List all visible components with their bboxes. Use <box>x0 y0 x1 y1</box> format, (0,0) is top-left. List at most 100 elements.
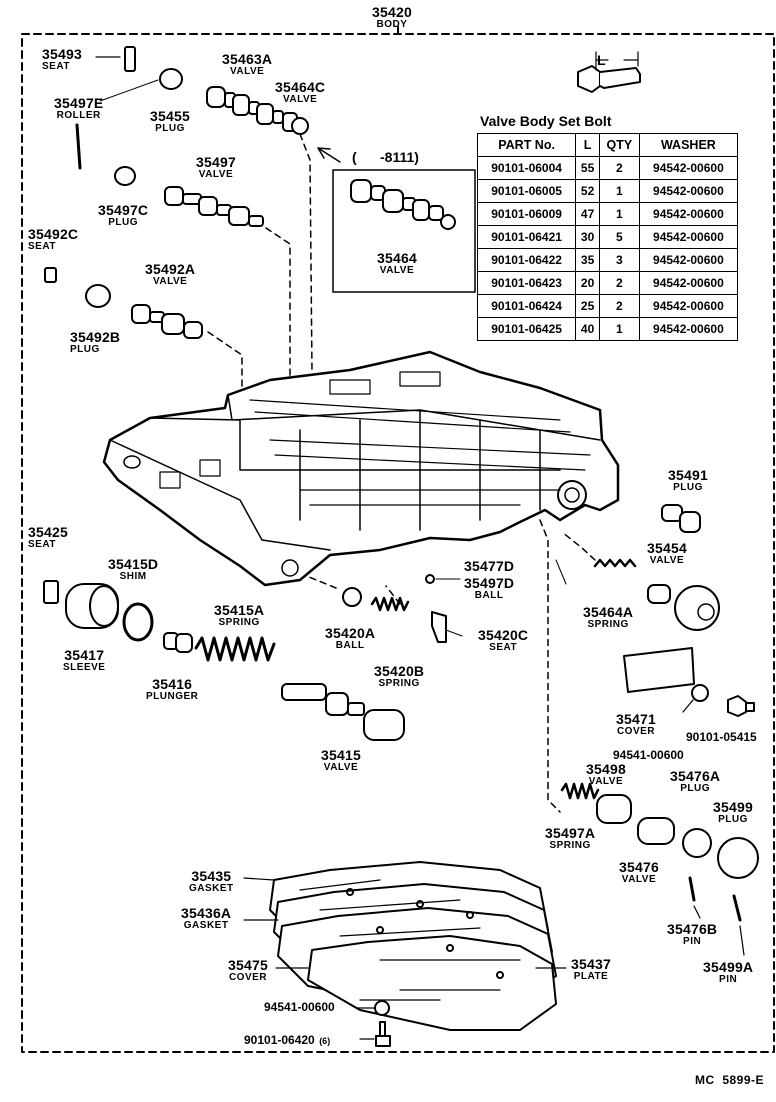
part-name: COVER <box>616 726 655 737</box>
part-no: 35471 <box>616 711 656 727</box>
col-qty: QTY <box>598 133 640 157</box>
part-name: GASKET <box>189 883 234 894</box>
part-name: VALVE <box>649 555 685 566</box>
cell-l: 30 <box>575 225 600 249</box>
part-no: 35499 <box>713 799 753 815</box>
part-name: VALVE <box>621 874 657 885</box>
col-l: L <box>575 133 600 157</box>
part-name: VALVE <box>152 276 188 287</box>
gasket-plate-stack-part <box>269 861 557 1031</box>
sleeve-35417-part <box>65 583 119 629</box>
part-name: SHIM <box>119 571 147 582</box>
part-name: VALVE <box>588 776 624 787</box>
valve-35476-part <box>637 817 675 845</box>
footer-code: MC 5899-E <box>695 1073 765 1087</box>
part-no: 35415D <box>108 556 159 572</box>
plug-35476a-part <box>682 828 712 858</box>
part-no: 35476A <box>670 768 721 784</box>
set-bolt-icon <box>577 51 641 93</box>
part-no: 35497C <box>98 202 149 218</box>
cell-qty: 2 <box>598 271 640 295</box>
part-no: 35491 <box>668 467 708 483</box>
cell-part-no: 90101-06005 <box>476 179 577 203</box>
cell-part-no: 90101-06423 <box>476 271 577 295</box>
part-name: VALVE <box>323 762 359 773</box>
label-90101-06420: 90101-06420 (6) <box>244 1032 330 1048</box>
label-94541-00600-cover: 94541-00600 <box>613 748 684 762</box>
part-no: 35435 <box>191 868 232 884</box>
part-no: 35492B <box>70 329 121 345</box>
part-no: 35455 <box>150 108 190 124</box>
pin-35476b-part <box>688 876 696 902</box>
cell-part-no: 90101-06425 <box>476 317 577 341</box>
cell-l: 47 <box>575 202 600 226</box>
part-no: 35425 <box>28 524 68 540</box>
part-name: SEAT <box>28 539 56 550</box>
inset-box <box>332 169 476 293</box>
part-no: 35420A <box>325 625 376 641</box>
bolt-90101-05415-part <box>727 695 755 717</box>
plug-35492b-part <box>85 284 111 308</box>
part-no: 35499A <box>703 959 754 975</box>
valve-35498-part <box>596 794 632 824</box>
cell-part-no: 90101-06422 <box>476 248 577 272</box>
cell-qty: 3 <box>598 248 640 272</box>
part-no: 90101-06420 <box>244 1033 315 1047</box>
cell-l: 20 <box>575 271 600 295</box>
valve-35454-part <box>647 584 720 631</box>
label-35477d: 35477D <box>464 559 514 573</box>
part-name: PLUG <box>680 783 711 794</box>
part-no: 35493 <box>42 46 82 62</box>
header-part-no: 35420 <box>372 4 412 20</box>
part-no: 35498 <box>586 761 626 777</box>
cell-l: 52 <box>575 179 600 203</box>
header-part-name: BODY <box>376 19 408 30</box>
part-no: 35454 <box>647 540 687 556</box>
roller-35497e-part <box>75 123 82 170</box>
part-no: 35415 <box>321 747 361 763</box>
part-no: 35476B <box>667 921 718 937</box>
part-name: VALVE <box>198 169 234 180</box>
part-name: GASKET <box>183 920 229 931</box>
cell-part-no: 90101-06009 <box>476 202 577 226</box>
part-no: 35416 <box>152 676 193 692</box>
part-no: 35420B <box>374 663 425 679</box>
cell-l: 35 <box>575 248 600 272</box>
cell-qty: 2 <box>598 294 640 318</box>
cell-qty: 2 <box>598 156 640 180</box>
bolt-dim-label: L <box>597 52 606 68</box>
valve-35415-part <box>281 683 405 741</box>
shim-35415d-part <box>122 602 154 642</box>
part-name: PLUNGER <box>146 691 199 702</box>
cell-washer: 94542-00600 <box>638 179 739 203</box>
part-no: 35497D <box>464 575 515 591</box>
part-name: SPRING <box>218 617 260 628</box>
part-name: SPRING <box>587 619 629 630</box>
inset-part-no: 35464 <box>377 250 417 266</box>
plug-35491-part <box>661 504 701 533</box>
part-no: 35492C <box>28 226 79 242</box>
part-name: SPRING <box>378 678 420 689</box>
seat-35420c-part <box>431 611 447 643</box>
part-name: VALVE <box>282 94 318 105</box>
part-no: 35477D <box>464 558 515 574</box>
part-no: 35463A <box>222 51 273 67</box>
part-name: PLUG <box>108 217 139 228</box>
plug-35455-part <box>159 68 183 90</box>
valve-35464c-part <box>291 117 309 135</box>
